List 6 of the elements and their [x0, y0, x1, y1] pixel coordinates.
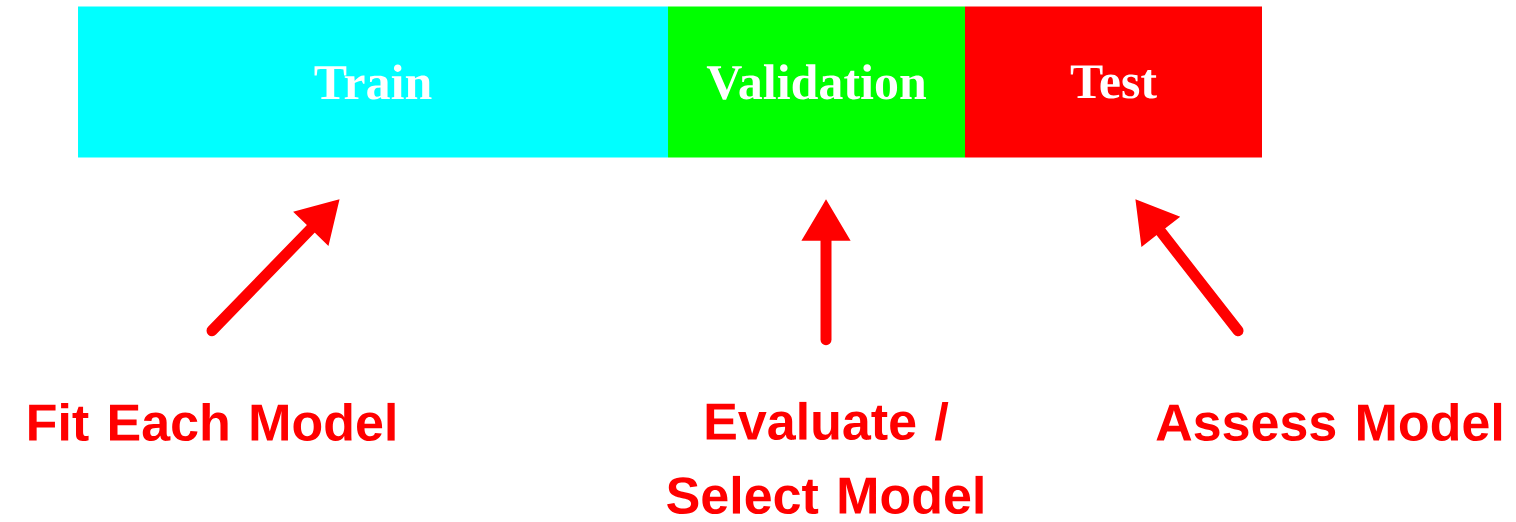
data-split-box: Validation: [668, 6, 965, 158]
data-split-box: Train: [78, 6, 668, 158]
data-split-box: Test: [965, 6, 1262, 158]
step-label: Evaluate / Select Model: [667, 401, 983, 515]
step-label: Fit Each Model: [29, 402, 395, 442]
step-label: Assess Model: [1156, 402, 1502, 442]
